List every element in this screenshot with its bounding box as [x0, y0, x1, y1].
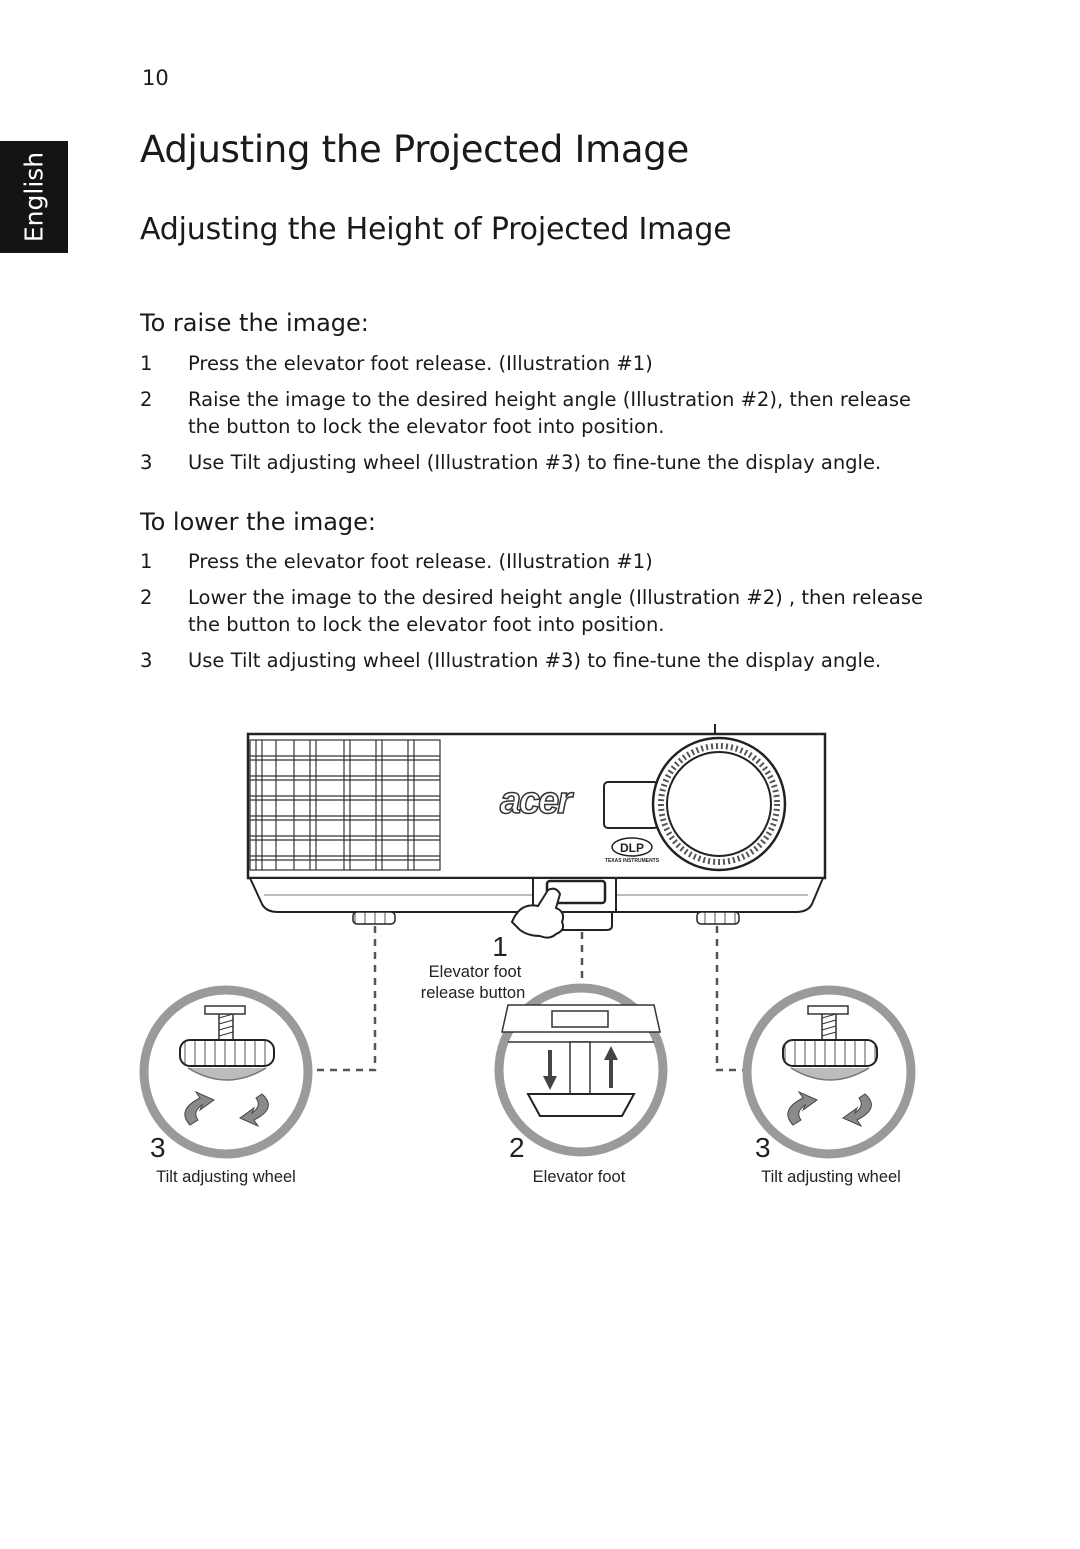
svg-text:DLP: DLP — [620, 841, 644, 855]
list-item: 1 Press the elevator foot release. (Illus… — [140, 548, 930, 575]
step-text: Press the elevator foot release. (Illust… — [188, 550, 653, 573]
leader-lines — [312, 926, 745, 1072]
lens — [651, 736, 787, 872]
page-number: 10 — [142, 66, 169, 90]
page-title: Adjusting the Projected Image — [140, 128, 689, 171]
vent-grille — [249, 739, 441, 871]
tilt-wheel-detail-left — [139, 985, 313, 1159]
section-title: Adjusting the Height of Projected Image — [140, 212, 732, 247]
right-foot — [696, 911, 740, 925]
callout-3-left-number: 3 — [150, 1132, 166, 1163]
callout-1-label-line1: Elevator foot — [429, 963, 522, 981]
left-foot — [352, 911, 396, 925]
step-number: 3 — [140, 649, 153, 672]
raise-steps: 1 Press the elevator foot release. (Illus… — [140, 350, 930, 485]
callout-2-label: Elevator foot — [533, 1168, 626, 1186]
step-text: Raise the image to the desired height an… — [188, 388, 912, 438]
elevator-foot-detail — [494, 983, 668, 1157]
callout-3-left-label: Tilt adjusting wheel — [156, 1168, 296, 1186]
callout-1-number: 1 — [492, 931, 508, 962]
callout-1-label-line2: release button — [421, 984, 526, 1002]
step-number: 2 — [140, 388, 153, 411]
step-number: 1 — [140, 352, 153, 375]
dlp-logo: DLP TEXAS INSTRUMENTS — [605, 837, 660, 864]
lower-steps: 1 Press the elevator foot release. (Illus… — [140, 548, 930, 683]
projector-illustration: acer DLP TEXAS INSTRUMENTS 1 Elevator fo… — [139, 724, 916, 1186]
tilt-wheel-detail-right — [742, 985, 916, 1159]
list-item: 1 Press the elevator foot release. (Illus… — [140, 350, 930, 377]
language-tab: English — [0, 141, 68, 253]
step-number: 1 — [140, 550, 153, 573]
step-number: 2 — [140, 586, 153, 609]
step-text: Press the elevator foot release. (Illust… — [188, 352, 653, 375]
callout-3-right-number: 3 — [755, 1132, 771, 1163]
acer-logo: acer — [500, 780, 574, 822]
hand-icon — [510, 887, 565, 939]
language-tab-label: English — [19, 151, 49, 243]
list-item: 2 Lower the image to the desired height a… — [140, 584, 930, 638]
list-item: 3 Use Tilt adjusting wheel (Illustration … — [140, 647, 930, 674]
step-text: Use Tilt adjusting wheel (Illustration #… — [188, 649, 882, 672]
svg-text:TEXAS INSTRUMENTS: TEXAS INSTRUMENTS — [605, 858, 660, 864]
sensor-window — [603, 781, 659, 829]
step-text: Use Tilt adjusting wheel (Illustration #… — [188, 451, 882, 474]
raise-heading: To raise the image: — [140, 309, 369, 337]
step-number: 3 — [140, 451, 153, 474]
lower-heading: To lower the image: — [140, 508, 376, 536]
callout-2-number: 2 — [509, 1132, 525, 1163]
list-item: 3 Use Tilt adjusting wheel (Illustration … — [140, 449, 930, 476]
list-item: 2 Raise the image to the desired height a… — [140, 386, 930, 440]
callout-3-right-label: Tilt adjusting wheel — [761, 1168, 901, 1186]
step-text: Lower the image to the desired height an… — [188, 586, 923, 636]
